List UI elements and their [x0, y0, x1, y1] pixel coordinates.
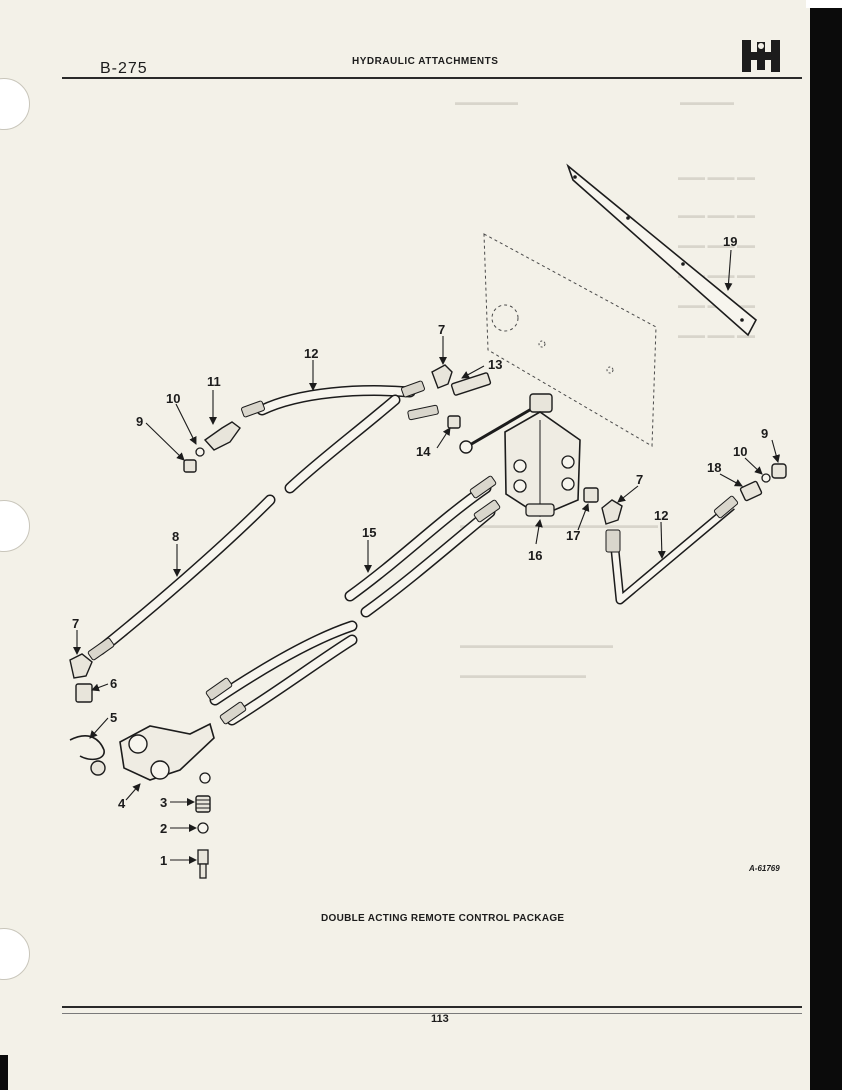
hose-upper-part: [241, 380, 439, 494]
fittings-right-part: [583, 463, 787, 525]
callout-13: 13: [488, 357, 502, 372]
callout-19: 19: [723, 234, 737, 249]
callout-3: 3: [160, 795, 167, 810]
illustration-reference: A-61769: [749, 864, 780, 873]
callout-7-right: 7: [636, 472, 643, 487]
fittings-left-part: [183, 421, 241, 473]
page-title: HYDRAULIC ATTACHMENTS: [352, 56, 499, 67]
callout-9-right: 9: [761, 426, 768, 441]
ih-logo-icon: [742, 40, 780, 72]
callout-16: 16: [528, 548, 542, 563]
callout-11: 11: [207, 374, 221, 389]
header-rule: [62, 77, 802, 79]
callout-7-upper: 7: [438, 322, 445, 337]
callout-6: 6: [110, 676, 117, 691]
callout-1: 1: [160, 853, 167, 868]
scan-edge-left: [0, 1055, 8, 1090]
footer-rule-thin: [62, 1013, 802, 1014]
page-number: 113: [431, 1013, 449, 1025]
control-valve-part: [459, 393, 581, 517]
callout-4: 4: [118, 796, 126, 811]
callout-10: 10: [166, 391, 180, 406]
diagram-caption: DOUBLE ACTING REMOTE CONTROL PACKAGE: [321, 913, 565, 924]
callout-18: 18: [707, 460, 721, 475]
callout-12-right: 12: [654, 508, 668, 523]
callout-14: 14: [416, 444, 431, 459]
section-code: B-275: [100, 60, 148, 77]
mounting-strip-part: [566, 163, 758, 337]
callout-17: 17: [566, 528, 580, 543]
scan-edge-right: [810, 0, 842, 1090]
fittings-upper-part: [431, 364, 492, 429]
callout-2: 2: [160, 821, 167, 836]
callout-5: 5: [110, 710, 117, 725]
callout-15: 15: [362, 525, 376, 540]
callout-labels: 1 2 3 4 5 6 7 8 9 10 11 12 13 14 15 16 1…: [72, 234, 768, 868]
dust-cap-part: [69, 735, 106, 776]
hoses-pair-part: [205, 475, 501, 726]
callout-10-right: 10: [733, 444, 747, 459]
footer-rule: [62, 1006, 802, 1008]
callout-8: 8: [172, 529, 179, 544]
callout-12: 12: [304, 346, 318, 361]
mounting-plate-outline: [483, 233, 657, 447]
coupler-part: [119, 722, 215, 784]
callout-9: 9: [136, 414, 143, 429]
fittings-lower-part: [69, 653, 93, 703]
leader-lines: [73, 249, 781, 864]
hose-long-part: [87, 494, 276, 661]
callout-7: 7: [72, 616, 79, 631]
small-parts-part: [195, 795, 211, 879]
scan-edge-corner: [806, 0, 842, 8]
tube-right-part: [605, 495, 739, 605]
